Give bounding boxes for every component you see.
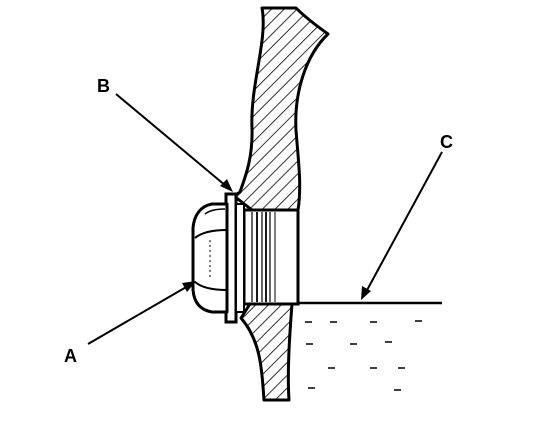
sealing-washer	[224, 192, 245, 324]
drain-plug-head	[191, 202, 229, 314]
leader-b	[115, 93, 233, 192]
label-a: A	[64, 346, 77, 366]
label-b: B	[97, 76, 110, 96]
leader-c	[361, 151, 443, 300]
label-c: C	[440, 132, 453, 152]
oil-level	[292, 301, 442, 391]
drain-plug-hex	[191, 202, 229, 314]
plug-shank	[242, 208, 300, 306]
leader-a	[87, 281, 196, 345]
housing-wall	[232, 6, 330, 402]
oil-liquid-dashes	[305, 320, 422, 391]
housing-wall-upper	[232, 6, 330, 212]
housing-wall-lower	[239, 302, 294, 402]
